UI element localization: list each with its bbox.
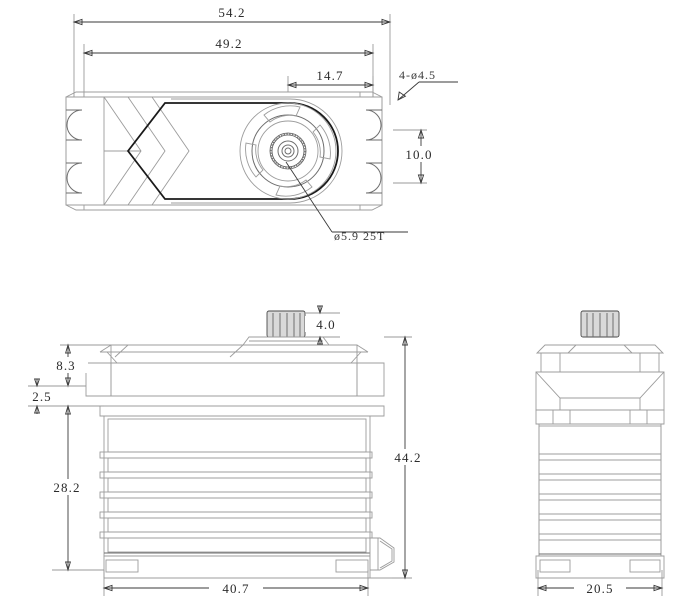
dim-body-width: 20.5 <box>536 570 664 596</box>
dim-mounting-hole-span-label: 49.2 <box>215 36 242 51</box>
dim-shaft-offset-label: 14.7 <box>316 68 343 83</box>
dim-flange-height-label: 8.3 <box>56 358 76 373</box>
case-chevron-pattern <box>103 96 190 206</box>
cable-exit <box>369 537 395 571</box>
side-body <box>535 423 665 579</box>
note-mounting-holes: 4-ø4.5 <box>397 68 458 101</box>
dim-body-length-label: 40.7 <box>222 581 249 596</box>
front-shaft-spline-lines <box>272 313 301 337</box>
side-heat-sink-fins <box>538 425 662 555</box>
note-spline: ø5.9 25T <box>285 161 408 243</box>
dim-body-height: 28.2 <box>40 404 104 572</box>
spline-teeth <box>270 133 306 169</box>
horn-slots <box>245 105 331 197</box>
dim-shaft-height: 4.0 <box>305 305 345 345</box>
dim-mounting-hole-pitch-label: 10.0 <box>405 147 432 162</box>
dim-overall-length-label: 54.2 <box>218 5 245 20</box>
mounting-slot-bottom-left <box>66 162 83 194</box>
dim-body-length: 40.7 <box>102 570 370 596</box>
dim-mounting-hole-span: 49.2 <box>82 35 375 57</box>
dim-mounting-hole-pitch: 10.0 <box>393 128 442 185</box>
dim-shaft-offset: 14.7 <box>286 67 375 89</box>
side-top-cap <box>535 344 665 373</box>
top-view: 54.2 49.2 14.7 4-ø4.5 <box>65 4 458 243</box>
dim-shaft-height-label: 4.0 <box>316 317 336 332</box>
dim-body-width-label: 20.5 <box>586 581 613 596</box>
front-view: 4.0 8.3 <box>22 305 432 596</box>
side-shaft-spline-lines <box>586 313 614 337</box>
dim-overall-height-label: 44.2 <box>394 450 421 465</box>
dim-flange-thickness-label: 2.5 <box>32 389 52 404</box>
front-output-shaft <box>242 310 330 346</box>
dim-overall-height: 44.2 <box>382 335 432 580</box>
mounting-slot-top-right <box>365 109 382 141</box>
output-horn <box>239 102 337 200</box>
dim-body-height-label: 28.2 <box>53 480 80 495</box>
mounting-slot-bottom-right <box>365 162 382 194</box>
side-view: 20.5 <box>535 310 665 596</box>
side-output-shaft <box>580 310 620 338</box>
dim-overall-length: 54.2 <box>72 4 392 26</box>
mounting-slot-top-left <box>66 109 83 141</box>
front-body <box>99 405 392 579</box>
note-spline-label: ø5.9 25T <box>334 229 385 243</box>
front-flange <box>85 344 385 397</box>
dim-flange-thickness: 2.5 <box>22 378 86 414</box>
side-case-taper <box>535 371 665 425</box>
note-mounting-holes-label: 4-ø4.5 <box>399 68 436 82</box>
heat-sink-fins <box>99 418 373 553</box>
